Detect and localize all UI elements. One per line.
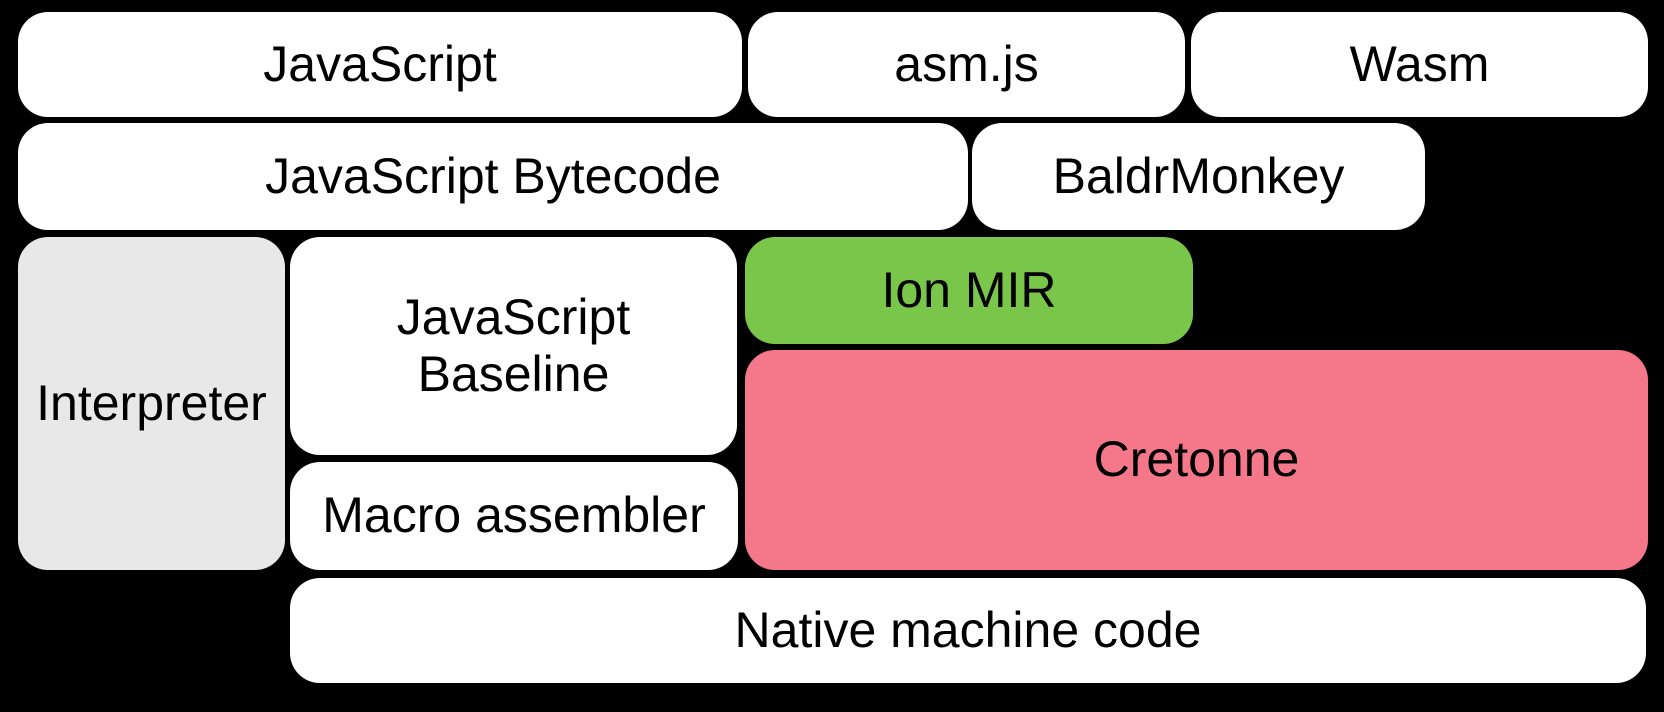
node-macro-assembler: Macro assembler bbox=[290, 462, 738, 570]
node-baldrmonkey: BaldrMonkey bbox=[972, 123, 1425, 230]
node-cretonne: Cretonne bbox=[745, 350, 1648, 570]
node-native-machine-code: Native machine code bbox=[290, 578, 1646, 683]
node-wasm: Wasm bbox=[1191, 12, 1648, 117]
node-asmjs: asm.js bbox=[748, 12, 1185, 117]
node-javascript-baseline: JavaScript Baseline bbox=[290, 237, 737, 455]
node-interpreter: Interpreter bbox=[18, 237, 285, 570]
node-javascript-bytecode: JavaScript Bytecode bbox=[18, 123, 968, 230]
node-ion-mir: Ion MIR bbox=[745, 237, 1193, 344]
node-javascript: JavaScript bbox=[18, 12, 742, 117]
